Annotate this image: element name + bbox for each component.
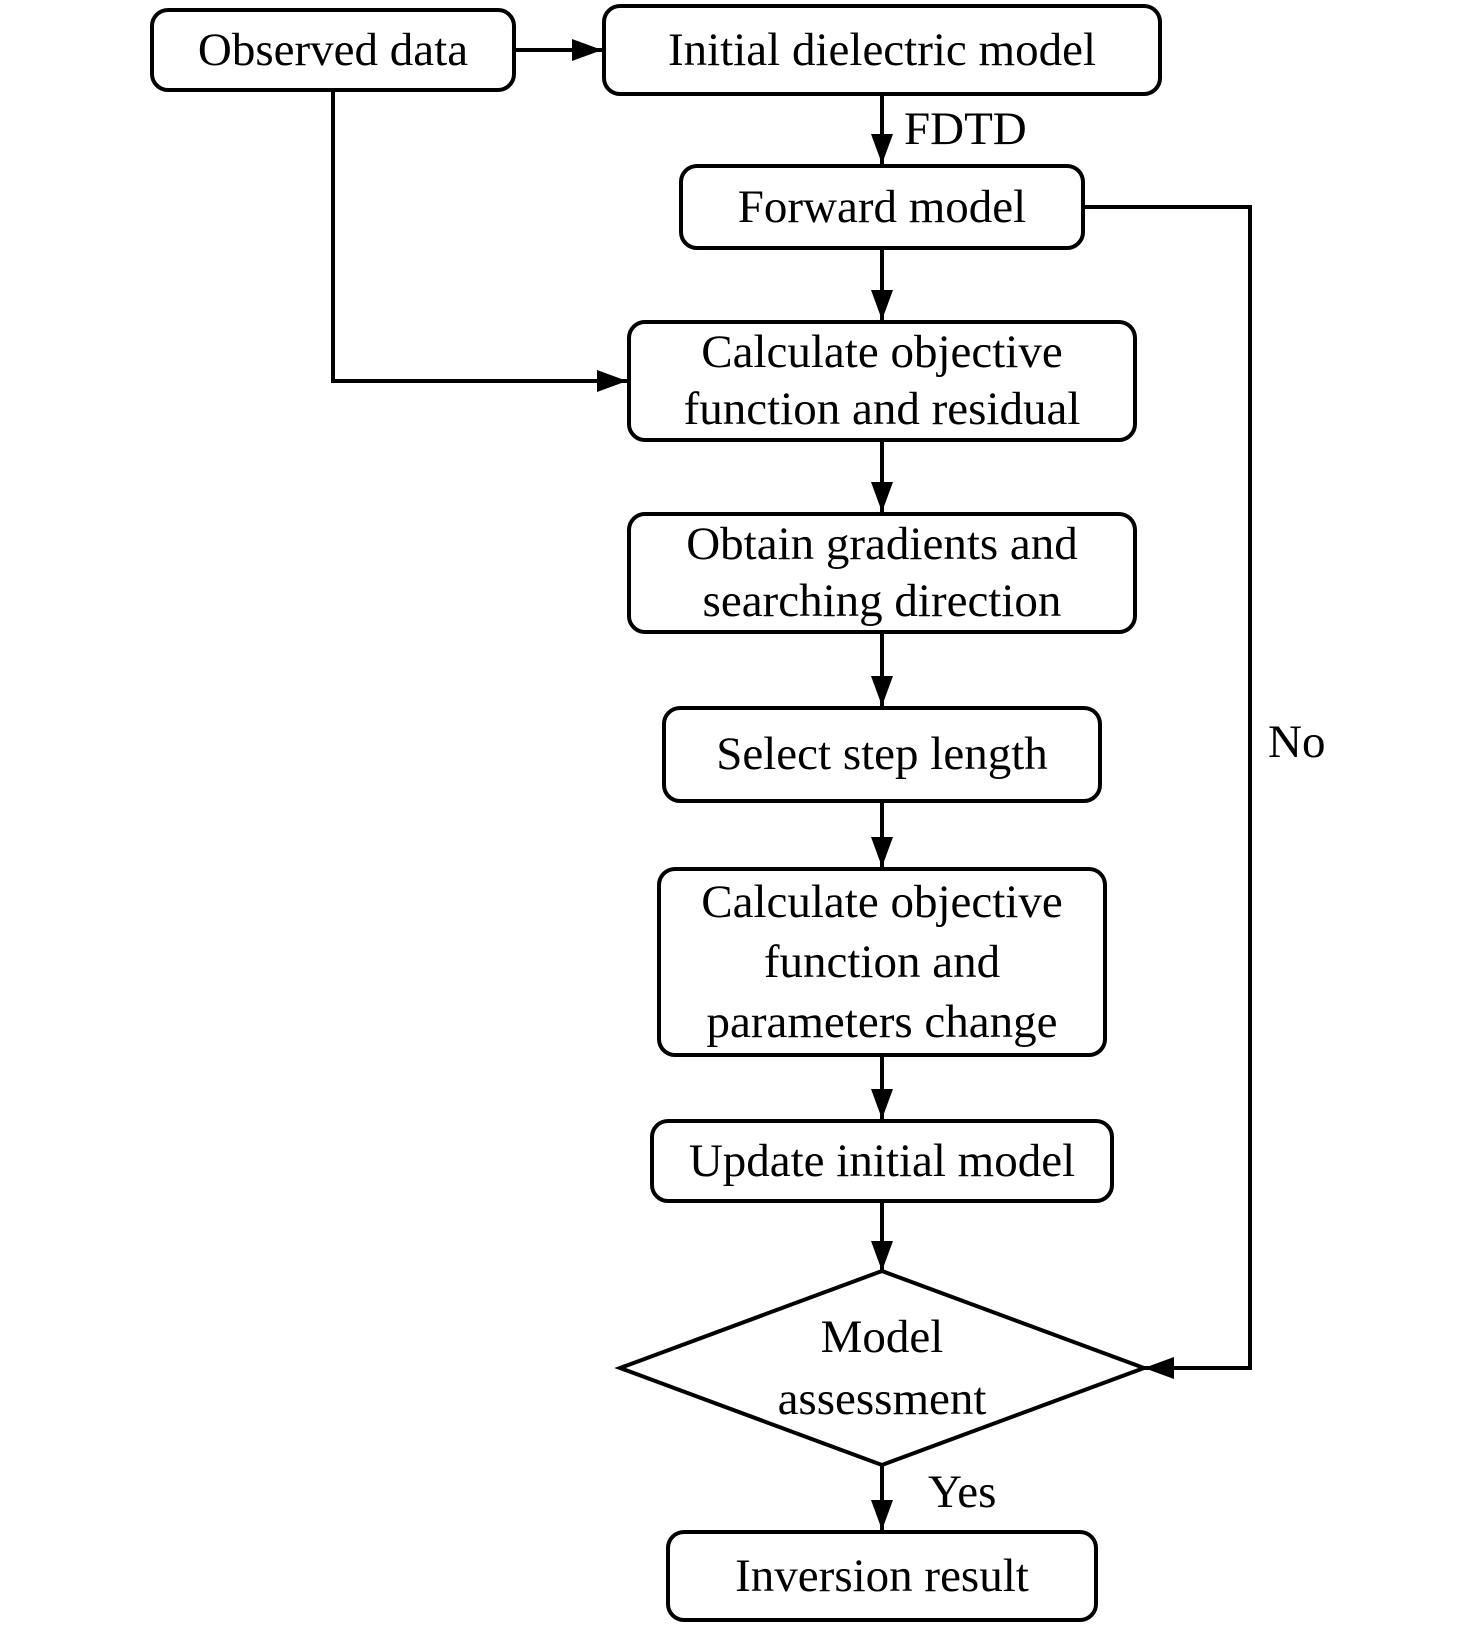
node-forward-model: Forward model: [679, 164, 1085, 250]
edge-observed-to-calc-residual: [331, 92, 627, 392]
node-initial-dielectric-model: Initial dielectric model: [602, 4, 1162, 96]
model-assessment-diamond: [614, 1268, 1150, 1468]
edge-label-no: No: [1268, 716, 1326, 768]
node-inversion-result: Inversion result: [666, 1530, 1098, 1622]
node-observed-data: Observed data: [150, 8, 516, 92]
node-calc-objective-residual: Calculate objective function and residua…: [627, 320, 1137, 442]
edge-no-loop: [1085, 205, 1252, 1379]
node-obtain-gradients: Obtain gradients and searching direction: [627, 512, 1137, 634]
edge-label-fdtd: FDTD: [904, 103, 1027, 155]
node-select-step-length: Select step length: [662, 706, 1102, 803]
node-model-assessment-label: Model assessment: [777, 1311, 987, 1425]
node-update-initial-model: Update initial model: [650, 1119, 1114, 1203]
edge-label-yes: Yes: [928, 1466, 997, 1518]
node-calc-objective-change: Calculate objective function and paramet…: [657, 867, 1107, 1057]
